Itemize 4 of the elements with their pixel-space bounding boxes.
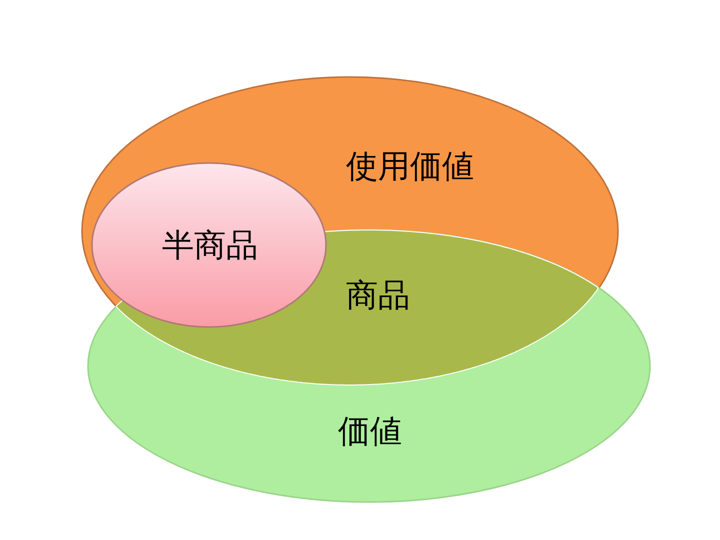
region-label: 半商品 bbox=[162, 225, 258, 266]
region-label: 価値 bbox=[338, 411, 402, 452]
region-label: 商品 bbox=[346, 275, 410, 316]
region-label: 使用価値 bbox=[346, 146, 474, 187]
